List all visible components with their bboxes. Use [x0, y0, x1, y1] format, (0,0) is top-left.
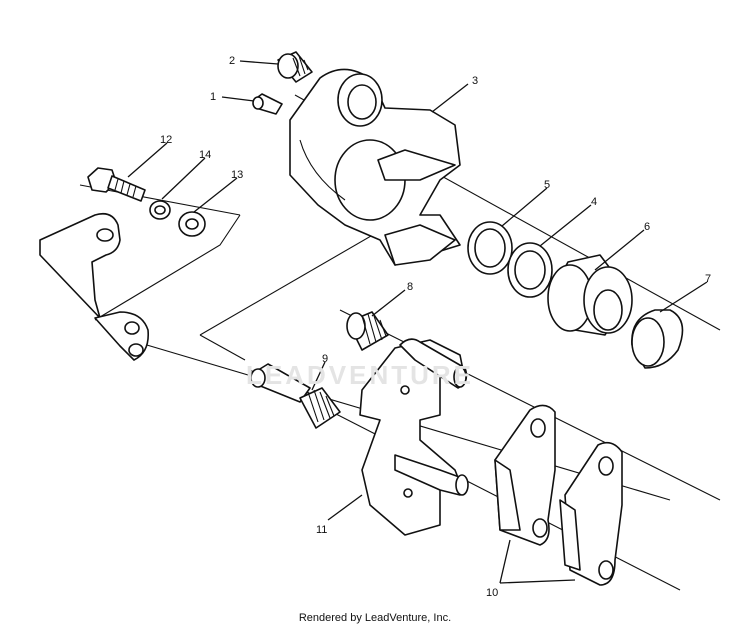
callout-1: 1	[210, 91, 216, 103]
washer-14	[149, 200, 171, 220]
credit-text: Rendered by LeadVenture, Inc.	[298, 612, 452, 624]
bolt-12	[87, 167, 146, 202]
callout-14: 14	[199, 149, 211, 161]
brake-pad-inner-10	[494, 404, 556, 546]
callout-8: 8	[407, 281, 413, 293]
watermark: LEADVENTURE	[246, 360, 475, 390]
callout-10: 10	[486, 587, 498, 599]
callout-2: 2	[229, 55, 235, 67]
callout-5: 5	[544, 179, 550, 191]
brake-pad-outer-10	[559, 441, 623, 586]
seal-4	[507, 242, 553, 298]
callout-labels: 1 2 3 4 5 6 7 8 9 10 11 12 13 14	[160, 55, 711, 599]
pin-9	[250, 363, 341, 429]
callout-9: 9	[322, 353, 328, 365]
callout-12: 12	[160, 134, 172, 146]
callout-13: 13	[231, 169, 243, 181]
washer-13	[178, 211, 206, 237]
callout-3: 3	[472, 75, 478, 87]
callout-11: 11	[316, 524, 327, 536]
bracket-11	[359, 338, 469, 536]
callout-7: 7	[705, 273, 711, 285]
callout-4: 4	[591, 196, 597, 208]
piston-6	[547, 254, 633, 336]
plug-2	[277, 51, 313, 83]
boot-7	[631, 309, 684, 369]
mounting-arm	[39, 212, 150, 361]
spring-8	[346, 311, 389, 351]
callout-6: 6	[644, 221, 650, 233]
bleeder-screw-1	[252, 93, 283, 115]
leader-lines	[127, 60, 708, 584]
seal-5	[467, 221, 513, 275]
caliper-body-3	[289, 68, 461, 266]
